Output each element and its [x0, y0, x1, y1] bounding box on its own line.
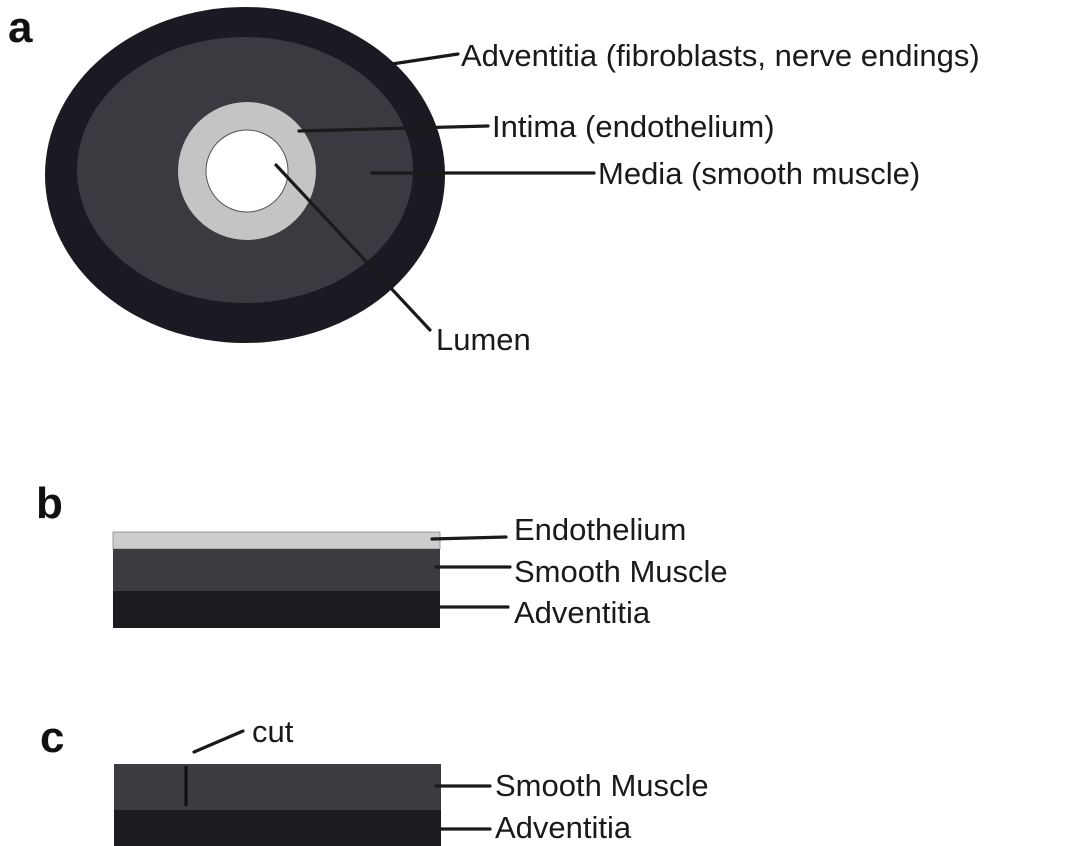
label-lumen: Lumen [436, 322, 531, 357]
panel-letter-c: c [40, 713, 64, 762]
leader-endothelium [432, 537, 506, 539]
endothelium-layer [113, 532, 440, 549]
panel-letter-a: a [8, 3, 33, 52]
leader-adventitia [392, 54, 458, 64]
label-adventitia-c: Adventitia [495, 810, 632, 845]
panel-letter-b: b [36, 479, 63, 528]
panel-c: c cut Smooth Muscle Adventitia [40, 713, 709, 846]
leader-cut [194, 731, 243, 752]
label-smooth-muscle-c: Smooth Muscle [495, 768, 709, 803]
panel-a: a Adventitia (fibroblasts, nerve endings… [8, 3, 980, 357]
label-intima: Intima (endothelium) [492, 109, 775, 144]
label-adventitia-b: Adventitia [514, 595, 651, 630]
panel-b: b Endothelium Smooth Muscle Adventitia [36, 479, 728, 630]
smooth-muscle-layer-c [114, 764, 441, 810]
label-endothelium: Endothelium [514, 512, 686, 547]
lumen [206, 130, 288, 212]
label-smooth-muscle-b: Smooth Muscle [514, 554, 728, 589]
adventitia-layer-c [114, 810, 441, 846]
smooth-muscle-layer-b [113, 549, 440, 591]
label-media: Media (smooth muscle) [598, 156, 920, 191]
label-adventitia-a: Adventitia (fibroblasts, nerve endings) [461, 38, 980, 73]
label-cut: cut [252, 714, 294, 749]
adventitia-layer-b [113, 591, 440, 628]
